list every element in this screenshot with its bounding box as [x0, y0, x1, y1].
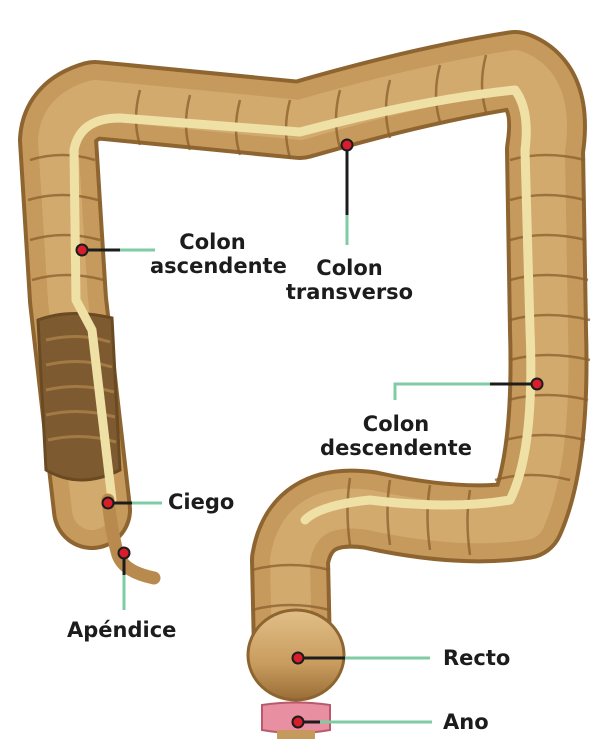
label-colon-ascendente-line1: Colon	[150, 230, 275, 254]
label-apendice: Apéndice	[67, 618, 176, 642]
label-colon-ascendente-line2: ascendente	[150, 254, 275, 278]
anal-canal	[277, 730, 315, 739]
label-colon-ascendente: Colon ascendente	[150, 230, 275, 278]
marker-colon-descendente	[532, 379, 543, 390]
leader-colon-descendente-green	[395, 384, 490, 400]
label-colon-descendente: Colon descendente	[316, 412, 476, 460]
marker-colon-ascendente	[77, 245, 88, 256]
label-colon-transverso-line1: Colon	[282, 256, 417, 280]
marker-colon-transverso	[342, 140, 353, 151]
label-ano: Ano	[443, 710, 489, 734]
marker-ano	[293, 717, 304, 728]
marker-recto	[293, 653, 304, 664]
label-colon-descendente-line1: Colon	[316, 412, 476, 436]
label-colon-descendente-line2: descendente	[316, 436, 476, 460]
label-recto: Recto	[443, 646, 510, 670]
marker-ciego	[103, 498, 114, 509]
label-colon-transverso-line2: transverso	[282, 280, 417, 304]
marker-apendice	[119, 548, 130, 559]
label-ciego: Ciego	[168, 490, 234, 514]
label-colon-transverso: Colon transverso	[282, 256, 417, 304]
